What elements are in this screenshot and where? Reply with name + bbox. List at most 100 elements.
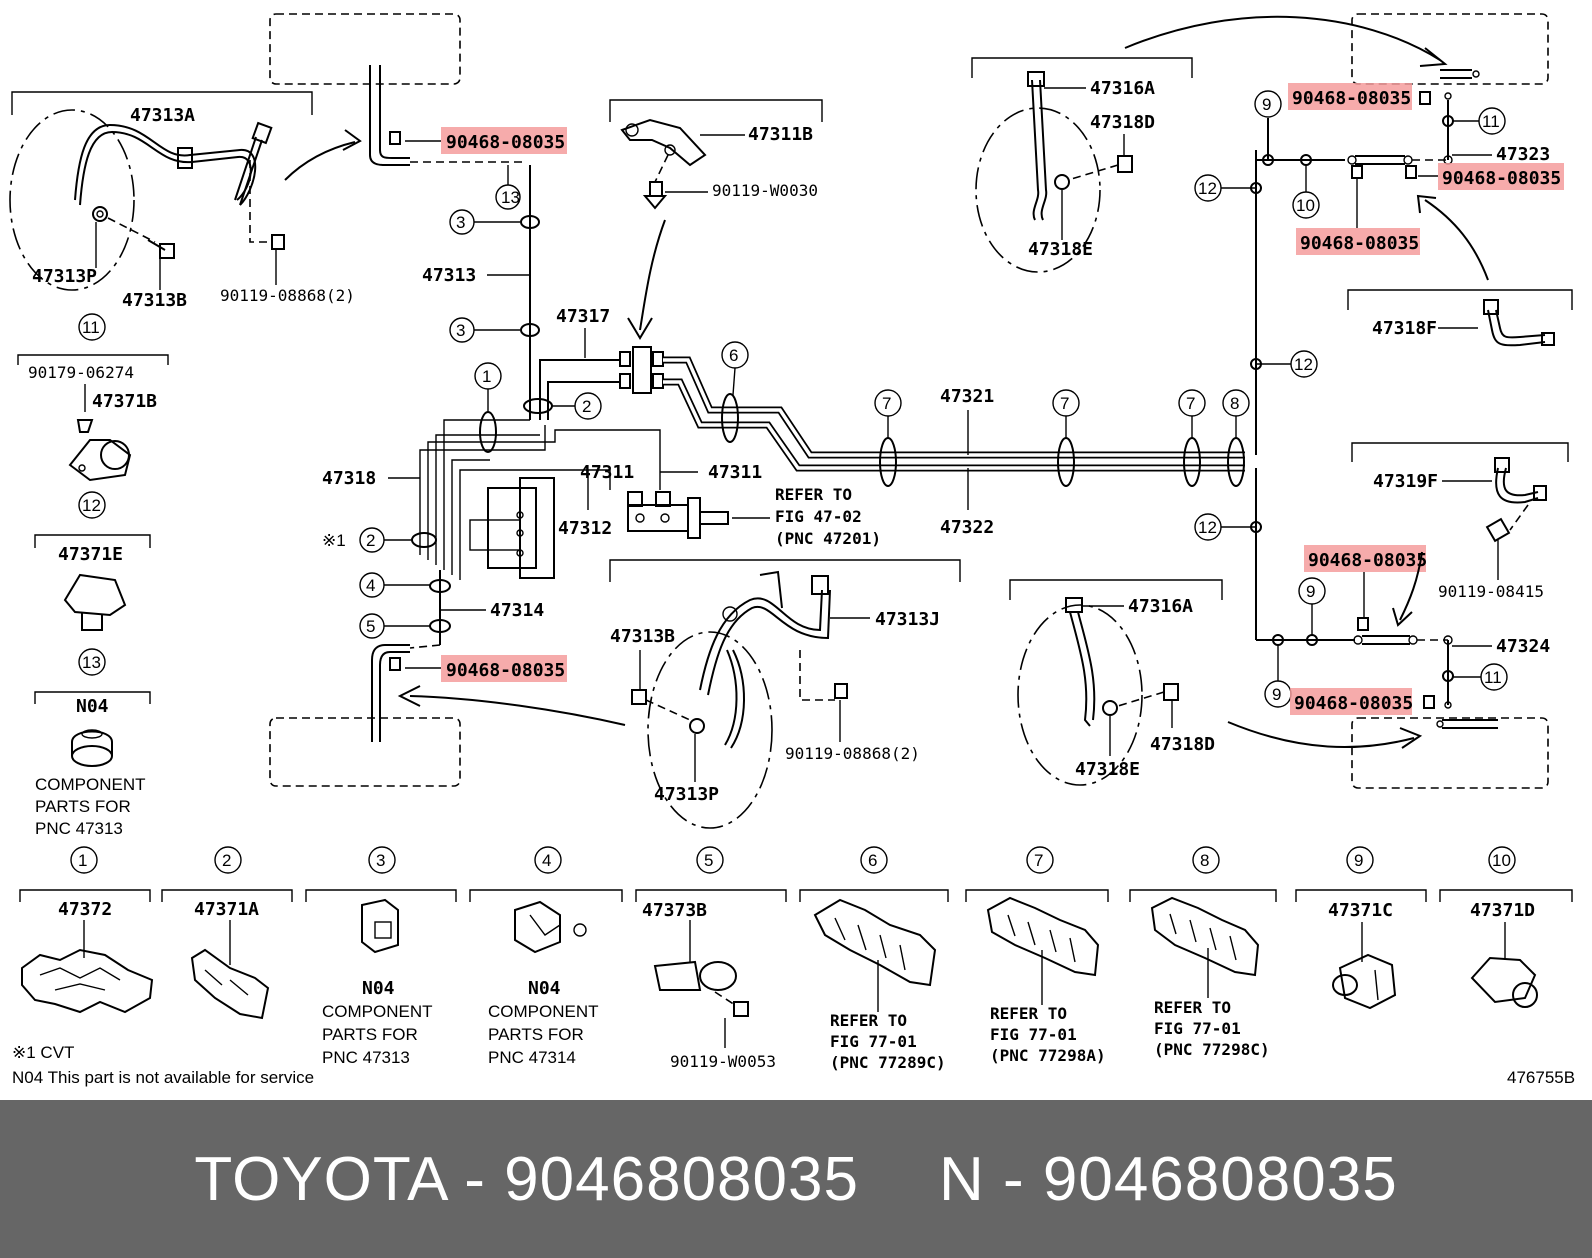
label-47322: 47322 [940,517,994,538]
label-x1: ※1 [322,531,346,550]
callout-2b: 2 [366,531,375,550]
highlight-90468-08035-c [1288,83,1412,110]
callout-11-low: 11 [1484,668,1502,687]
callout-8: 8 [1230,394,1239,413]
callout-11-top: 11 [1482,112,1500,131]
legend-5-num: 5 [704,851,713,870]
callout-5: 5 [366,617,375,636]
label-90119-08868-mid: 90119-08868(2) [785,744,920,763]
callout-3b: 3 [456,321,465,340]
label-90119-W0030: 90119-W0030 [712,181,818,200]
label-47313B-tl: 47313B [122,290,187,311]
label-47311: 47311 [580,462,634,483]
highlight-90468-08035-f [1304,545,1426,572]
abs-actuator [419,398,661,580]
label-47318D-top: 47318D [1090,112,1155,133]
detail-box-bottom-left [269,717,461,787]
label-47316A-low: 47316A [1128,596,1193,617]
callout-12-left: 12 [82,496,101,515]
label-47318: 47318 [322,468,376,489]
footer-bar: TOYOTA - 9046808035 N - 9046808035 [0,1100,1592,1258]
label-47313B-mid: 47313B [610,626,675,647]
label-90468-08035-b: 90468-08035 [446,660,565,681]
legend-7-note-2: FIG 77-01 [990,1025,1077,1044]
legend-3-note-2: PARTS FOR [322,1025,418,1044]
legend-7-num: 7 [1034,851,1043,870]
legend-5-part: 47373B [642,900,707,921]
callout-13-top: 13 [501,188,520,207]
callout-3a: 3 [456,213,465,232]
legend-6-num: 6 [868,851,877,870]
callout-2: 2 [582,397,591,416]
legend-3-note-3: PNC 47313 [322,1048,410,1067]
comp-left-3: PNC 47313 [35,819,123,838]
label-47313J: 47313J [875,609,940,630]
legend-10-part: 47371D [1470,900,1535,921]
label-47318D-low: 47318D [1150,734,1215,755]
legend-9-num: 9 [1354,851,1363,870]
label-47311-val: 47311 [708,462,762,483]
legend-row: 1 47372 2 47371A 3 N04 COMPONENT PARTS F… [19,846,1573,1072]
label-47319F: 47319F [1373,471,1438,492]
callout-10-top: 10 [1296,196,1315,215]
highlight-90468-08035-a [441,127,567,154]
group-47313A: 47313A 47313P 47313B 90119-08868(2) [9,91,362,311]
label-47313P-mid: 47313P [654,784,719,805]
callout-7a: 7 [882,394,891,413]
label-47371E: 47371E [58,544,123,565]
legend-6-note-1: REFER TO [830,1011,907,1030]
label-47313P-tl: 47313P [32,266,97,287]
footer-part-right: N - 9046808035 [938,1144,1398,1214]
note-cvt: ※1 CVT [12,1043,74,1062]
callout-12-c: 12 [1198,518,1217,537]
legend-1-part: 47372 [58,899,112,920]
refer-main-3: (PNC 47201) [775,529,881,548]
detail-box-top [269,13,461,85]
label-90468-08035-c: 90468-08035 [1292,88,1411,109]
brake-tube-diagram: 47313A 47313P 47313B 90119-08868(2) 9046… [9,13,1575,1087]
detail-box-bottom-right [1351,717,1549,789]
callout-9-top: 9 [1262,95,1271,114]
legend-3-note-1: COMPONENT [322,1002,433,1021]
legend-8-note-1: REFER TO [1154,998,1231,1017]
label-90468-08035-d: 90468-08035 [1300,233,1419,254]
legend-7-note-1: REFER TO [990,1004,1067,1023]
callout-12-b: 12 [1294,355,1313,374]
label-47318E-low: 47318E [1075,759,1140,780]
label-47321: 47321 [940,386,994,407]
comp-left-2: PARTS FOR [35,797,131,816]
legend-10-num: 10 [1492,851,1511,870]
label-90468-08035-e: 90468-08035 [1442,168,1561,189]
highlight-90468-08035-e [1438,163,1564,190]
legend-2-num: 2 [222,851,231,870]
label-47318E-top: 47318E [1028,239,1093,260]
label-90119-08868-tl: 90119-08868(2) [220,286,355,305]
refer-main-1: REFER TO [775,485,852,504]
label-47312: 47312 [558,518,612,539]
legend-3-num: 3 [376,851,385,870]
highlight-90468-08035-g [1290,688,1412,715]
footer-part-left: TOYOTA - 9046808035 [194,1144,859,1214]
callout-9-mid: 9 [1306,582,1315,601]
note-n04: N04 This part is not available for servi… [12,1068,314,1087]
refer-main-2: FIG 47-02 [775,507,862,526]
legend-4-note-2: PARTS FOR [488,1025,584,1044]
legend-4-note-3: PNC 47314 [488,1048,576,1067]
label-N04-left: N04 [76,696,109,717]
legend-2-part: 47371A [194,899,259,920]
label-47318F: 47318F [1372,318,1437,339]
figure-id: 476755B [1507,1068,1575,1087]
detail-box-top-right [1351,13,1549,85]
label-90119-08415: 90119-08415 [1438,582,1544,601]
legend-5-sub: 90119-W0053 [670,1052,776,1071]
legend-6-note-3: (PNC 77289C) [830,1053,946,1072]
label-47313A: 47313A [130,105,195,126]
label-47324: 47324 [1496,636,1550,657]
label-47311B: 47311B [748,124,813,145]
callout-13-left: 13 [82,653,101,672]
label-47323: 47323 [1496,144,1550,165]
comp-left-1: COMPONENT [35,775,146,794]
callout-1: 1 [482,367,491,386]
callout-4: 4 [366,576,375,595]
